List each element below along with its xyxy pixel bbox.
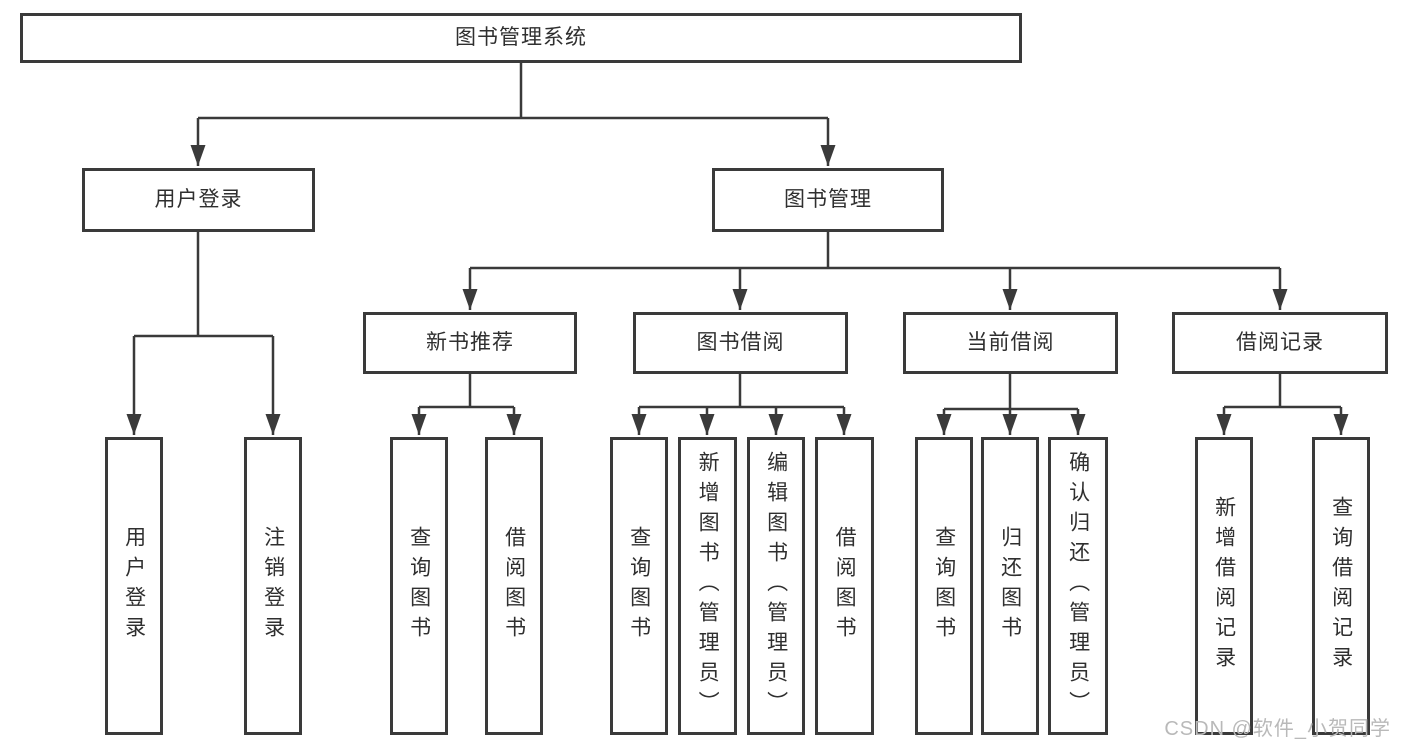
node-current-borrow-label: 当前借阅 <box>966 331 1055 355</box>
leaf-records-query-record: 查询借阅记录 <box>1312 437 1370 735</box>
node-book-borrow-label: 图书借阅 <box>696 331 785 355</box>
leaf-current-return-books: 归还图书 <box>981 437 1039 735</box>
leaf-borrow-query-books-label: 查询图书 <box>627 526 651 646</box>
watermark: CSDN @软件_小贺同学 <box>1164 718 1391 740</box>
node-root: 图书管理系统 <box>20 13 1022 63</box>
node-book-management-label: 图书管理 <box>784 188 872 212</box>
leaf-borrow-borrow-books: 借阅图书 <box>815 437 874 735</box>
leaf-recommend-query-books: 查询图书 <box>390 437 448 735</box>
leaf-current-query-books: 查询图书 <box>915 437 973 735</box>
leaf-current-confirm-return: 确认归还（管理员） <box>1048 437 1108 735</box>
node-borrow-records-label: 借阅记录 <box>1236 331 1324 355</box>
node-user-login: 用户登录 <box>82 168 315 232</box>
leaf-current-query-books-label: 查询图书 <box>932 526 956 646</box>
node-new-book-recommend: 新书推荐 <box>363 312 577 374</box>
leaf-borrow-add-books-label: 新增图书（管理员） <box>696 451 720 721</box>
node-current-borrow: 当前借阅 <box>903 312 1118 374</box>
leaf-recommend-borrow-books: 借阅图书 <box>485 437 543 735</box>
node-new-book-recommend-label: 新书推荐 <box>426 331 514 355</box>
leaf-records-add-record-label: 新增借阅记录 <box>1212 496 1236 676</box>
leaf-user-login-label: 用户登录 <box>122 526 146 646</box>
node-book-management: 图书管理 <box>712 168 944 232</box>
leaf-logout-login-label: 注销登录 <box>261 526 285 646</box>
leaf-current-confirm-return-label: 确认归还（管理员） <box>1066 451 1090 721</box>
leaf-borrow-edit-books-label: 编辑图书（管理员） <box>764 451 788 721</box>
leaf-borrow-borrow-books-label: 借阅图书 <box>833 526 857 646</box>
leaf-current-return-books-label: 归还图书 <box>998 526 1022 646</box>
leaf-recommend-borrow-books-label: 借阅图书 <box>502 526 526 646</box>
node-user-login-label: 用户登录 <box>154 188 243 212</box>
leaf-records-query-record-label: 查询借阅记录 <box>1329 496 1353 676</box>
node-borrow-records: 借阅记录 <box>1172 312 1388 374</box>
leaf-recommend-query-books-label: 查询图书 <box>407 526 431 646</box>
leaf-borrow-add-books: 新增图书（管理员） <box>678 437 737 735</box>
leaf-logout-login: 注销登录 <box>244 437 302 735</box>
node-book-borrow: 图书借阅 <box>633 312 848 374</box>
leaf-records-add-record: 新增借阅记录 <box>1195 437 1253 735</box>
node-root-label: 图书管理系统 <box>455 26 587 50</box>
leaf-user-login: 用户登录 <box>105 437 163 735</box>
leaf-borrow-query-books: 查询图书 <box>610 437 668 735</box>
leaf-borrow-edit-books: 编辑图书（管理员） <box>747 437 805 735</box>
